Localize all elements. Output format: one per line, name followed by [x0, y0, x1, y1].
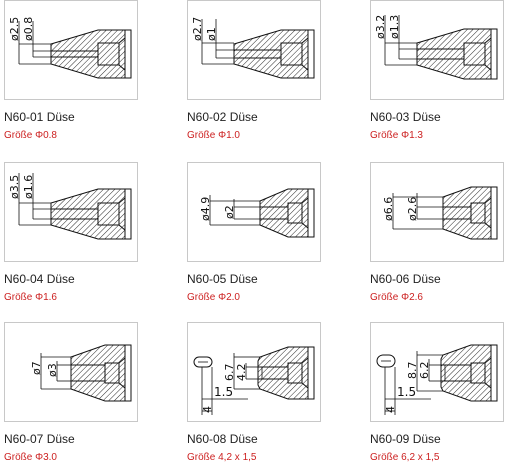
nozzle-diagram: 8.7 6.2 1.5 4 — [370, 322, 504, 422]
dim-outer: ø4.9 — [199, 197, 212, 221]
nozzle-size: Größe 4,2 x 1,5 — [187, 452, 257, 463]
dim-inner: ø3 — [46, 363, 59, 377]
dim-inner: ø2.6 — [406, 197, 419, 221]
dim-outer: ø2.7 — [191, 17, 204, 41]
nozzle-drawing: ø4.9 ø2 — [199, 188, 315, 238]
nozzle-drawing: 6.7 4.2 1.5 4 — [193, 346, 315, 415]
nozzle-size: Größe Φ2.6 — [370, 292, 423, 303]
nozzle-drawing: ø3.5 ø1.6 — [8, 173, 132, 240]
nozzle-name: N60-01 Düse — [4, 110, 75, 124]
nozzle-drawing: ø3.2 ø1.3 — [374, 15, 498, 80]
nozzle-name: N60-06 Düse — [370, 272, 441, 286]
nozzle-drawing: ø2.7 ø1 — [191, 17, 315, 79]
nozzle-diagram: ø3.2 ø1.3 — [370, 0, 504, 100]
nozzle-name: N60-05 Düse — [187, 272, 258, 286]
dim-inner: ø2 — [223, 205, 236, 219]
dim-slot-width: 1.5 — [397, 385, 416, 399]
dim-outer: ø7 — [30, 361, 43, 375]
dim-slot-width: 1.5 — [214, 385, 233, 399]
nozzle-name: N60-07 Düse — [4, 432, 75, 446]
dim-outer: ø2.5 — [8, 17, 21, 41]
nozzle-diagram: ø6.6 ø2.6 — [370, 162, 504, 262]
nozzle-diagram: ø2.7 ø1 — [187, 0, 321, 100]
dim-slot-length: 4 — [384, 406, 397, 413]
nozzle-size: Größe Φ2.0 — [187, 292, 240, 303]
nozzle-diagram: ø4.9 ø2 — [187, 162, 321, 262]
dim-inner: ø0.8 — [22, 17, 35, 41]
dim-inner: ø1 — [205, 27, 218, 41]
nozzle-drawing: ø6.6 ø2.6 — [382, 186, 498, 240]
nozzle-diagram: 6.7 4.2 1.5 4 — [187, 322, 321, 422]
dim-slot-length: 4 — [201, 406, 214, 413]
dim-height-outer: 6.7 — [223, 364, 236, 382]
dim-height-outer: 8.7 — [406, 362, 419, 380]
nozzle-name: N60-08 Düse — [187, 432, 258, 446]
nozzle-size: Größe Φ1.6 — [4, 292, 57, 303]
dim-outer: ø6.6 — [382, 197, 395, 221]
nozzle-size: Größe 6,2 x 1,5 — [370, 452, 440, 463]
nozzle-diagram: ø3.5 ø1.6 — [4, 162, 138, 262]
nozzle-name: N60-03 Düse — [370, 110, 441, 124]
dim-inner: ø1.3 — [388, 15, 401, 39]
nozzle-drawing: ø7 ø3 — [30, 344, 132, 402]
nozzle-diagram: ø2.5 ø0.8 — [4, 0, 138, 100]
nozzle-size: Größe Φ1.0 — [187, 130, 240, 141]
nozzle-diagram: ø7 ø3 — [4, 322, 138, 422]
dim-outer: ø3.2 — [374, 15, 387, 39]
nozzle-size: Größe Φ0.8 — [4, 130, 57, 141]
nozzle-size: Größe Φ1.3 — [370, 130, 423, 141]
nozzle-drawing: ø2.5 ø0.8 — [8, 17, 132, 79]
nozzle-drawing: 8.7 6.2 1.5 4 — [376, 344, 498, 415]
dim-inner: ø1.6 — [22, 175, 35, 199]
nozzle-size: Größe Φ3.0 — [4, 452, 57, 463]
dim-outer: ø3.5 — [8, 175, 21, 199]
dim-height-inner: 4.2 — [235, 364, 248, 382]
dim-height-inner: 6.2 — [418, 362, 431, 380]
nozzle-name: N60-09 Düse — [370, 432, 441, 446]
nozzle-name: N60-02 Düse — [187, 110, 258, 124]
nozzle-name: N60-04 Düse — [4, 272, 75, 286]
